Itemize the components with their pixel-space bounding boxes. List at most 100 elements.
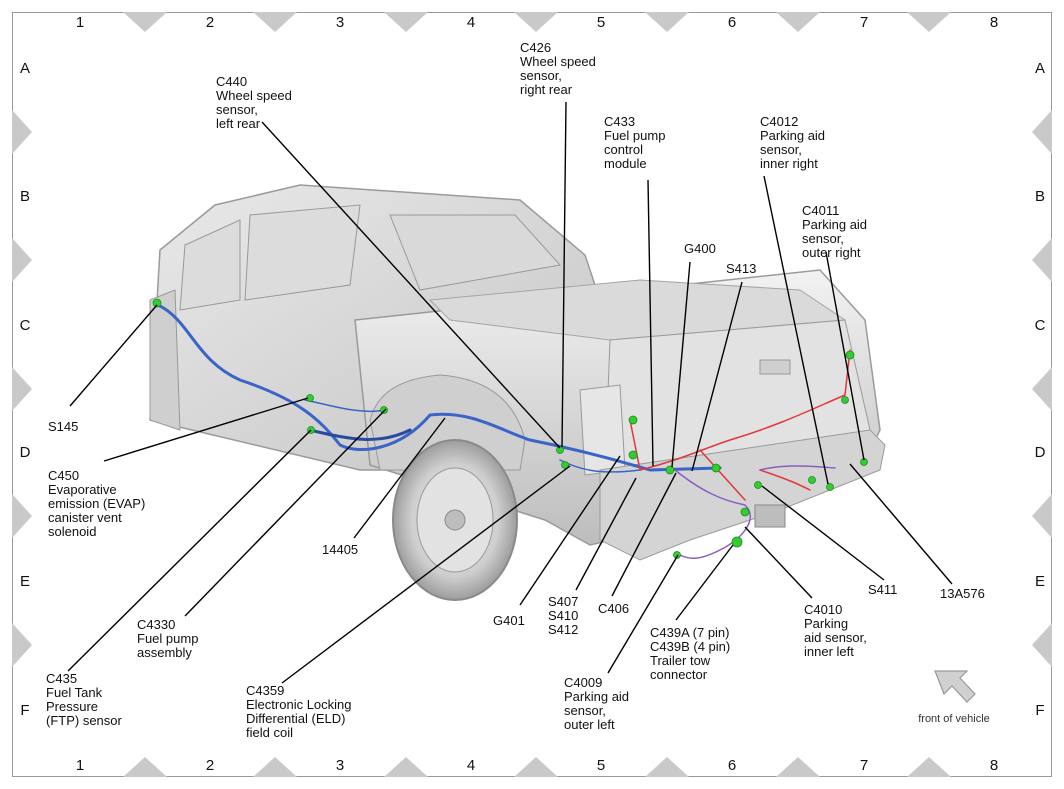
callout-line: Evaporative	[48, 482, 117, 497]
callout-line: S407	[548, 594, 578, 609]
grid-marker	[12, 110, 32, 154]
callout-c406: C406	[598, 601, 629, 616]
column-label-top: 8	[990, 14, 998, 31]
callout-g400: G400	[684, 241, 716, 256]
callout-line: inner left	[804, 644, 854, 659]
grid-marker	[253, 757, 297, 777]
callout-line: sensor,	[520, 68, 562, 83]
leader-line-c440	[261, 121, 561, 449]
callout-line: outer left	[564, 717, 615, 732]
callout-line: sensor,	[760, 142, 802, 157]
grid-marker	[776, 757, 820, 777]
column-label-bottom: 2	[206, 757, 214, 774]
column-label-bottom: 6	[728, 757, 736, 774]
callout-line: outer right	[802, 245, 861, 260]
callout-line: C4011	[802, 203, 839, 218]
leader-line-s407	[575, 477, 637, 591]
leader-line-s145	[69, 304, 158, 407]
callout-g401: G401	[493, 613, 525, 628]
callout-line: (FTP) sensor	[46, 713, 123, 728]
callout-line: C4359	[246, 683, 284, 698]
column-label-bottom: 8	[990, 757, 998, 774]
callout-line: Parking aid	[802, 217, 867, 232]
callout-line: C426	[520, 40, 551, 55]
callout-line: Parking	[804, 616, 848, 631]
grid-marker	[12, 494, 32, 538]
callout-line: Fuel Tank	[46, 685, 103, 700]
leader-line-c4010	[744, 526, 813, 599]
callout-line: C450	[48, 468, 79, 483]
column-label-top: 5	[597, 14, 605, 31]
grid-marker	[645, 12, 689, 32]
callout-line: 13A576	[940, 586, 985, 601]
callout-line: Fuel pump	[604, 128, 665, 143]
leader-line-s411	[761, 485, 885, 581]
callout-line: C4330	[137, 617, 175, 632]
callout-line: inner right	[760, 156, 818, 171]
callout-s411: S411	[868, 582, 897, 597]
callout-line: Differential (ELD)	[246, 711, 345, 726]
callout-line: field coil	[246, 725, 293, 740]
row-label-left: E	[20, 573, 30, 590]
callout-line: solenoid	[48, 524, 96, 539]
callout-line: S145	[48, 419, 78, 434]
callout-line: S413	[726, 261, 756, 276]
callout-line: Fuel pump	[137, 631, 198, 646]
grid-marker	[1032, 367, 1052, 411]
callout-line: C435	[46, 671, 77, 686]
grid-marker	[1032, 494, 1052, 538]
callout-line: C406	[598, 601, 629, 616]
column-label-bottom: 3	[336, 757, 344, 774]
leader-line-s413	[691, 281, 743, 472]
front-of-vehicle-indicator: front of vehicle	[918, 670, 990, 725]
leader-line-c450	[103, 397, 309, 462]
column-label-top: 4	[467, 14, 475, 31]
callout-line: emission (EVAP)	[48, 496, 145, 511]
callout-line: Trailer tow	[650, 653, 711, 668]
column-label-bottom: 4	[467, 757, 475, 774]
row-label-right: C	[1035, 317, 1046, 334]
callout-line: left rear	[216, 116, 261, 131]
callout-p13a576: 13A576	[940, 586, 985, 601]
grid-marker	[253, 12, 297, 32]
callout-line: C4012	[760, 114, 798, 129]
grid-marker	[907, 12, 951, 32]
callout-line: sensor,	[216, 102, 258, 117]
row-label-left: B	[20, 188, 30, 205]
callout-line: Wheel speed	[216, 88, 292, 103]
callout-line: C433	[604, 114, 635, 129]
grid-marker	[12, 623, 32, 667]
leader-line-c426	[561, 101, 567, 448]
column-label-top: 2	[206, 14, 214, 31]
callout-line: 14405	[322, 542, 358, 557]
callout-line: C4010	[804, 602, 842, 617]
leader-line-c4011	[825, 251, 865, 461]
callout-p14405: 14405	[322, 542, 358, 557]
row-label-left: F	[20, 702, 29, 719]
callout-line: sensor,	[564, 703, 606, 718]
grid-marker	[384, 12, 428, 32]
callout-line: assembly	[137, 645, 192, 660]
callout-line: canister vent	[48, 510, 122, 525]
callout-line: C440	[216, 74, 247, 89]
cab-window-rear	[389, 214, 561, 291]
leader-line-c4009	[607, 554, 679, 674]
row-label-right: A	[1035, 60, 1045, 77]
leader-line-c4330	[184, 408, 387, 617]
grid-marker	[12, 367, 32, 411]
grid-marker	[514, 12, 558, 32]
grid-marker	[1032, 238, 1052, 282]
column-label-bottom: 1	[76, 757, 84, 774]
leader-line-c4012	[763, 175, 829, 485]
leader-line-c435	[67, 429, 312, 672]
row-label-right: F	[1035, 702, 1044, 719]
